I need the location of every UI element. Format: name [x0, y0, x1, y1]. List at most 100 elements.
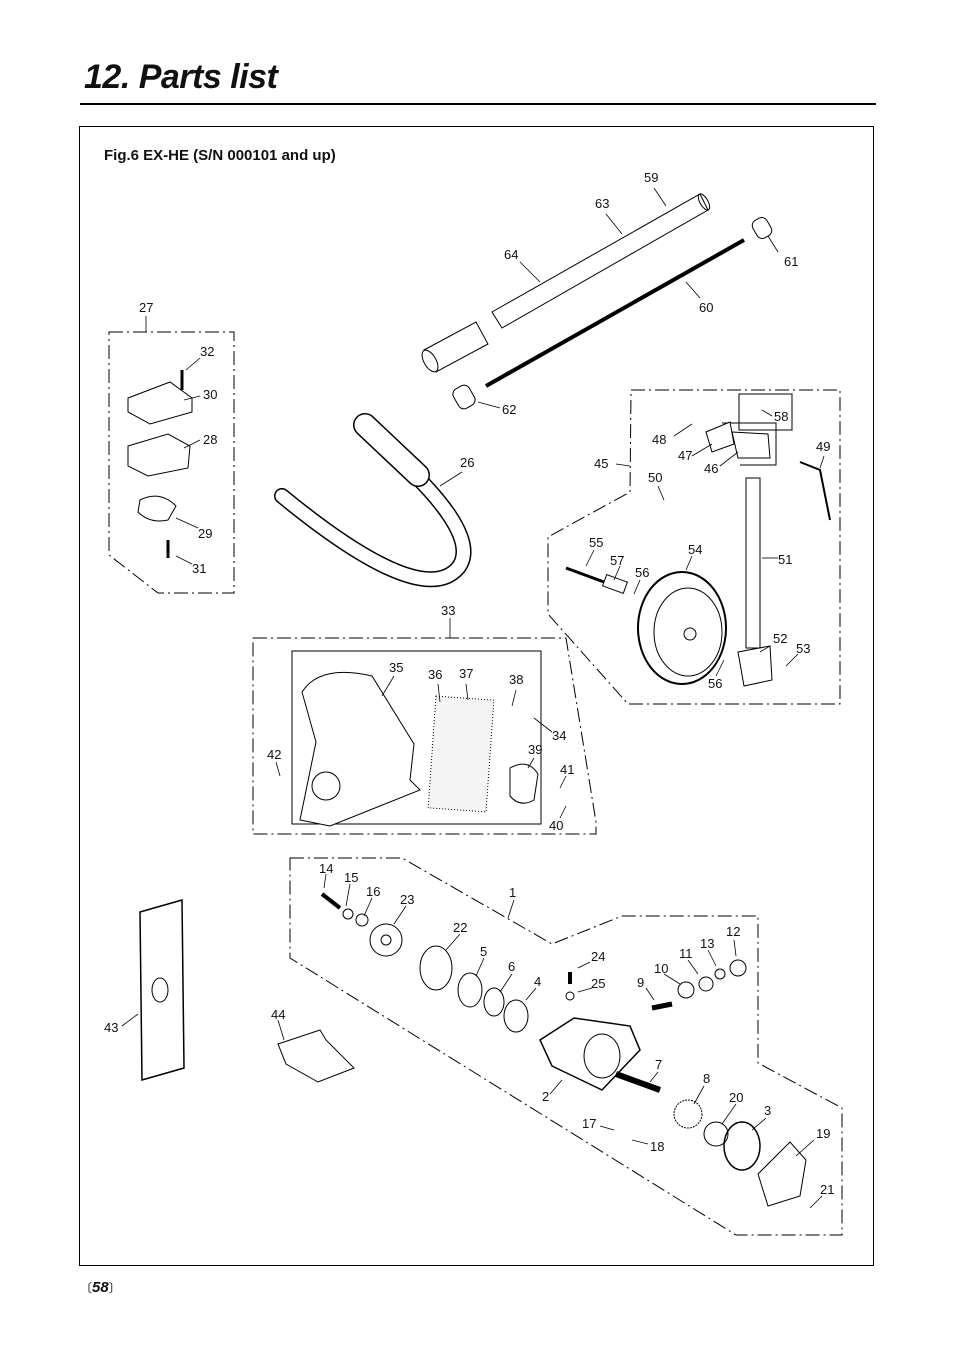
callout-22: 22: [453, 920, 467, 935]
part-30-clamp: [127, 381, 193, 425]
figure-frame: [79, 126, 874, 1266]
callout-53: 53: [796, 641, 810, 656]
part-44-cover: [277, 1029, 355, 1083]
part-15-washer: [342, 908, 354, 920]
callout-39: 39: [528, 742, 542, 757]
part-39-clip: [509, 763, 539, 804]
callout-5: 5: [480, 944, 487, 959]
callout-23: 23: [400, 892, 414, 907]
part-5-bearing: [457, 972, 483, 1008]
title-rule: [80, 103, 876, 105]
part-12-ring: [729, 959, 747, 977]
callout-41: 41: [560, 762, 574, 777]
callout-63: 63: [595, 196, 609, 211]
callout-25: 25: [591, 976, 605, 991]
part-49-lever: [799, 461, 831, 521]
callout-8: 8: [703, 1071, 710, 1086]
callout-29: 29: [198, 526, 212, 541]
callout-58: 58: [774, 409, 788, 424]
part-16-washer: [355, 913, 369, 927]
callout-19: 19: [816, 1126, 830, 1141]
callout-43: 43: [104, 1020, 118, 1035]
callout-11: 11: [679, 946, 693, 961]
group-33-outline: [252, 637, 597, 835]
part-51-post: [745, 477, 761, 649]
callout-4: 4: [534, 974, 541, 989]
callout-7: 7: [655, 1057, 662, 1072]
callout-20: 20: [729, 1090, 743, 1105]
callout-28: 28: [203, 432, 217, 447]
part-55-bolt: [565, 566, 605, 584]
part-28-clamp: [127, 433, 191, 477]
part-57-spacer: [601, 573, 629, 595]
part-47-clamp: [705, 421, 735, 453]
callout-24: 24: [591, 949, 605, 964]
part-19-cover: [757, 1141, 807, 1207]
callout-6: 6: [508, 959, 515, 974]
leader-lines: [121, 187, 825, 1209]
screws-32-31: [166, 370, 184, 558]
callout-42: 42: [267, 747, 281, 762]
callout-2: 2: [542, 1089, 549, 1104]
wheel-axle-hole: [683, 627, 697, 641]
part-10-bearing: [677, 981, 695, 999]
part-4-bearing: [503, 999, 529, 1033]
part-8-gear: [673, 1099, 703, 1129]
callout-10: 10: [654, 961, 668, 976]
page-title: 12. Parts list: [84, 58, 278, 96]
callout-38: 38: [509, 672, 523, 687]
wheel-hub: [653, 587, 723, 677]
callout-61: 61: [784, 254, 798, 269]
part-62-bushing: [452, 384, 476, 410]
part-52-clamp: [737, 645, 773, 687]
callout-44: 44: [271, 1007, 285, 1022]
callout-18: 18: [650, 1139, 664, 1154]
callout-3: 3: [764, 1103, 771, 1118]
part-20-bearing: [703, 1121, 729, 1147]
callout-48: 48: [652, 432, 666, 447]
callout-59: 59: [644, 170, 658, 185]
callout-21: 21: [820, 1182, 834, 1197]
group-outlines: [108, 331, 843, 1236]
part-25-washer: [565, 991, 575, 1001]
part-14-bolt: [320, 892, 342, 910]
part-46-box: [722, 422, 777, 466]
part-43-blade: [139, 899, 185, 1081]
part-7-shaft: [614, 1071, 662, 1093]
hose-grip-inner: [354, 414, 429, 486]
callout-26: 26: [460, 455, 474, 470]
callout-57: 57: [610, 553, 624, 568]
callout-30: 30: [203, 387, 217, 402]
callout-55: 55: [589, 535, 603, 550]
part-46-clamp: [731, 431, 771, 459]
callout-15: 15: [344, 870, 358, 885]
part-35-guard: [299, 671, 421, 827]
callout-47: 47: [678, 448, 692, 463]
callout-31: 31: [192, 561, 206, 576]
part-29-bracket: [137, 495, 177, 522]
callout-62: 62: [502, 402, 516, 417]
part-36-pad: [427, 695, 495, 813]
group-45-outline: [547, 389, 841, 705]
figure-caption: Fig.6 EX-HE (S/N 000101 and up): [104, 147, 336, 164]
callout-16: 16: [366, 884, 380, 899]
callout-9: 9: [637, 975, 644, 990]
part-3-oring: [723, 1121, 761, 1171]
part-9-pinion: [651, 1001, 673, 1011]
callout-12: 12: [726, 924, 740, 939]
callout-35: 35: [389, 660, 403, 675]
part-61-bushing: [751, 217, 773, 239]
callout-51: 51: [778, 552, 792, 567]
callout-14: 14: [319, 861, 333, 876]
callout-60: 60: [699, 300, 713, 315]
callout-1: 1: [509, 885, 516, 900]
callout-49: 49: [816, 439, 830, 454]
callout-34: 34: [552, 728, 566, 743]
drive-shaft: [485, 238, 745, 388]
blade-hole: [151, 977, 169, 1003]
group-1-outline: [289, 857, 843, 1236]
part-13-washer: [714, 968, 726, 980]
part-22-holder: [419, 945, 453, 991]
page-bracket-close: 〕: [108, 1281, 121, 1295]
